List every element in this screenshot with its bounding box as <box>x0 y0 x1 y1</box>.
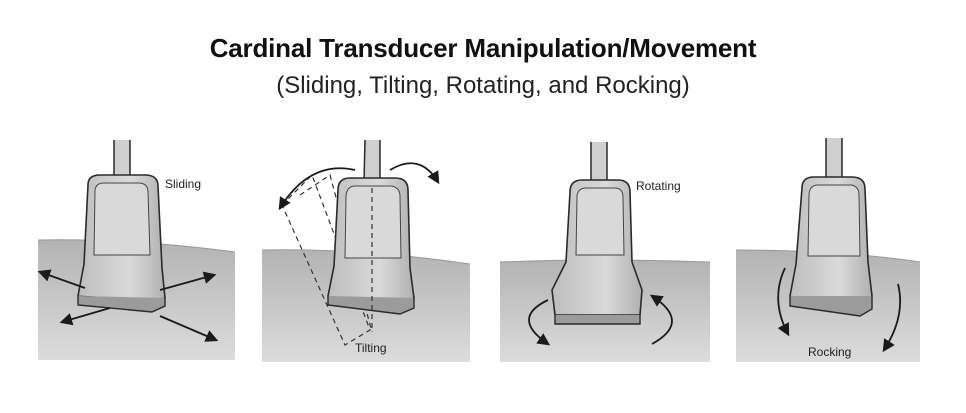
arrow-right <box>159 271 217 291</box>
arrow-rotate-left <box>528 299 551 346</box>
arrow-rock-right <box>882 283 901 353</box>
panel-tilting: Tilting <box>261 139 471 362</box>
diagram-title: Cardinal Transducer Manipulation/Movemen… <box>209 33 757 63</box>
arrow-rotate-right <box>649 294 673 345</box>
arrow-left <box>37 269 86 289</box>
arrow-down-left <box>59 307 111 326</box>
transducer-probe <box>77 140 166 313</box>
arrow-rock-left <box>777 267 790 337</box>
label-tilting: Tilting <box>355 341 387 355</box>
arrow-tilt-left <box>278 167 356 211</box>
panel-sliding: Sliding <box>37 140 236 360</box>
transducer-probe <box>327 139 415 315</box>
transducer-probe <box>551 142 643 325</box>
label-rocking: Rocking <box>808 345 851 359</box>
arrow-tilt-right <box>389 162 440 185</box>
label-sliding: Sliding <box>165 177 201 191</box>
panel-rocking: Rocking <box>735 138 921 362</box>
transducer-probe <box>789 138 873 317</box>
arrow-down-right <box>159 315 219 342</box>
panel-rotating: Rotating <box>499 142 711 362</box>
label-rotating: Rotating <box>636 179 681 193</box>
diagram-subtitle: (Sliding, Tilting, Rotating, and Rocking… <box>276 72 690 99</box>
